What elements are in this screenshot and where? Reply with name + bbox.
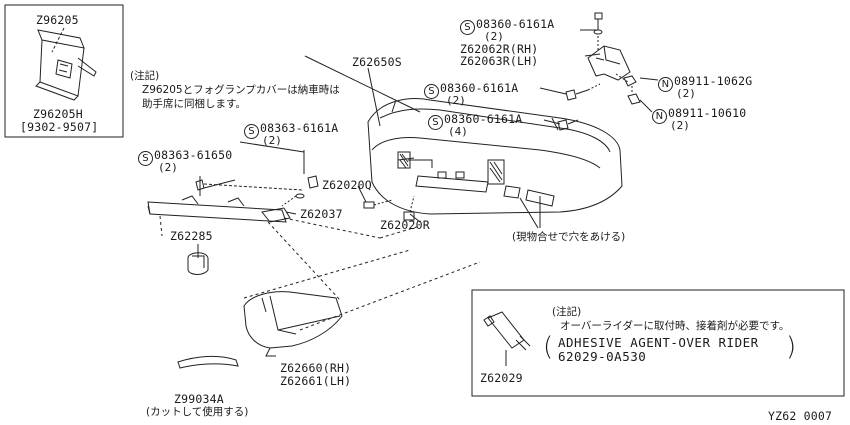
diagram-code: YZ62 0007 <box>768 409 833 423</box>
s-symbol-icon: S <box>428 115 443 130</box>
qty-bolt-mid: (2) <box>446 94 466 107</box>
strip-drawing <box>177 355 239 369</box>
grommet-drawing <box>187 252 209 275</box>
n-symbol-icon: N <box>658 77 673 92</box>
screws-drawing <box>281 150 319 207</box>
adhesive-tube-drawing <box>483 311 531 366</box>
s-symbol-icon: S <box>244 124 259 139</box>
inset-box-frame <box>4 4 124 138</box>
cut-hole-note: (現物合せで穴をあける) <box>512 231 626 243</box>
part-number-grommet: Z62285 <box>170 229 213 243</box>
adhesive-name: ADHESIVE AGENT-OVER RIDER <box>558 335 759 350</box>
bumper-drawing <box>367 98 623 215</box>
qty-nut-1: (2) <box>676 87 696 100</box>
qty-screw-b: (2) <box>158 161 178 174</box>
part-number-z96205: Z96205 <box>36 13 79 27</box>
part-number-bumper: Z62650S <box>352 55 402 69</box>
adhesive-note-heading: (注記) <box>552 306 582 318</box>
part-number-clip-q: Z62020Q <box>322 178 372 192</box>
part-number-adhesive: Z62029 <box>480 371 523 385</box>
adhesive-note-line: オーバーライダーに取付時、接着剤が必要です。 <box>560 320 790 332</box>
clips-drawing <box>363 195 415 221</box>
note-line-2: 助手席に同梱します。 <box>142 98 246 110</box>
plate-bracket-drawing <box>35 27 97 101</box>
top-bracket-drawing <box>587 12 659 113</box>
part-number-z96205h: Z96205H <box>33 107 83 121</box>
qty-bolt-top: (2) <box>484 30 504 43</box>
qty-screw-a: (2) <box>262 134 282 147</box>
middle-bolts-drawing <box>557 83 601 131</box>
period-label: [9302-9507] <box>20 120 99 134</box>
part-number-reinforcement: Z62037 <box>300 207 343 221</box>
leader-lines <box>197 29 601 258</box>
adhesive-box-frame <box>471 289 845 397</box>
qty-bolt-low: (4) <box>448 125 468 138</box>
reinforcement-drawing <box>147 176 303 223</box>
s-symbol-icon: S <box>460 20 475 35</box>
part-number-strip: Z99034A <box>174 392 224 406</box>
qty-nut-2: (2) <box>670 119 690 132</box>
part-number-bracket-rh: Z62062R(RH) <box>460 42 539 56</box>
open-paren: ( <box>543 332 554 362</box>
n-symbol-icon: N <box>652 109 667 124</box>
part-number-bracket-lh: Z62063R(LH) <box>460 54 539 68</box>
s-symbol-icon: S <box>424 84 439 99</box>
part-number-over-rider-lh: Z62661(LH) <box>280 374 352 388</box>
over-rider-drawing <box>243 291 343 357</box>
adhesive-part-number: 62029-0A530 <box>558 349 647 364</box>
close-paren: ) <box>786 332 797 362</box>
part-number-over-rider-rh: Z62660(RH) <box>280 361 352 375</box>
strip-cut-note: (カットして使用する) <box>146 406 249 418</box>
note-heading: (注記) <box>130 70 160 82</box>
note-line-1: Z96205とフォグランプカバーは納車時は <box>142 84 340 96</box>
s-symbol-icon: S <box>138 151 153 166</box>
part-number-clip-r: Z62020R <box>380 218 430 232</box>
